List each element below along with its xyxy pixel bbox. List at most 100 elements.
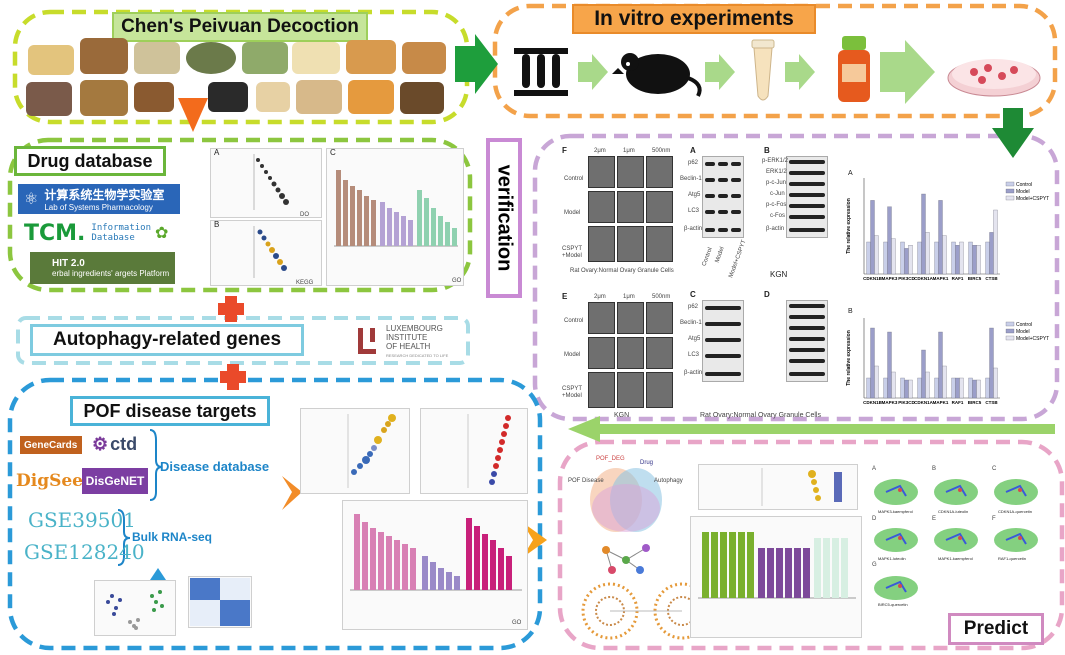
- tcmid-logo: TCM. Information Database ✿: [24, 218, 174, 248]
- chart-bar: [989, 327, 994, 399]
- em-col-2: 1μm: [623, 148, 635, 154]
- bracket-disease: [149, 429, 163, 501]
- chart-tick-label: RAF1: [952, 276, 964, 281]
- herb-image: [186, 42, 236, 74]
- dock-label-a: MAPK3-kaempferol: [878, 509, 913, 514]
- blot-c-atg5: Atg5: [688, 336, 701, 342]
- flow-arrow-4: [880, 40, 935, 104]
- chart-legend-label: Control: [1016, 322, 1032, 328]
- predict-dots: [761, 468, 842, 506]
- em-col-3: 500nm: [652, 148, 671, 154]
- petri-dish-icon: [947, 59, 1041, 97]
- chart-bar: [993, 367, 998, 399]
- rat-icon: [612, 53, 702, 97]
- flow-arrow-1: [578, 54, 608, 90]
- autophagy-title: Autophagy-related genes: [30, 324, 304, 356]
- em-image: [588, 226, 615, 262]
- disease-db-label: Disease database: [160, 459, 270, 474]
- em-row-model: Model: [564, 210, 581, 216]
- em-b-col-3: 500nm: [652, 294, 671, 300]
- chart-legend-label: Control: [1016, 182, 1032, 188]
- caption-bottom: Rat Ovary:Normal Ovary Granule Cells: [700, 412, 821, 419]
- herb-image: [296, 80, 342, 114]
- chart-tick-label: RAF1: [952, 400, 964, 405]
- chart-bar: [874, 235, 879, 275]
- blot-c-p62: p62: [688, 304, 699, 310]
- chart-bar: [891, 371, 896, 399]
- chart-bar: [908, 379, 913, 399]
- chart-bar: [925, 232, 930, 275]
- em-image: [646, 302, 673, 334]
- em-row-cspyt: CSPYT +Model: [562, 246, 583, 259]
- chart-tick-label: MAPK1: [933, 276, 949, 281]
- venn-label-3: POF Disease: [568, 478, 604, 484]
- pof-dots-2: [467, 414, 511, 488]
- blot-a-beclin: Beclin-1: [680, 176, 702, 182]
- chart-bar: [883, 377, 888, 399]
- predict-title: Predict: [948, 613, 1044, 645]
- chart-tick-label: CTSB: [985, 276, 998, 281]
- blot-bottom-panel-c: C: [690, 290, 696, 299]
- caption-top: Rat Ovary:Normal Ovary Granule Cells: [570, 268, 674, 274]
- pof-go-axis: GO: [512, 620, 522, 626]
- blot-b-pcjun: p-c-Jun: [766, 180, 787, 186]
- plus-icon-2: [220, 364, 246, 390]
- blot-a-atg5: Atg5: [688, 192, 701, 198]
- hit-logo: HIT 2.0 erbal ingredients' argets Platfo…: [30, 252, 175, 284]
- herb-image: [256, 82, 290, 112]
- hit-title: HIT 2.0: [52, 258, 85, 269]
- blot-top-panel-b: B: [764, 146, 770, 155]
- em-b-col-1: 2μm: [594, 294, 606, 300]
- chart-bar: [968, 241, 973, 275]
- chart-bar: [866, 241, 871, 275]
- blot-c-actin: β-actin: [684, 370, 703, 376]
- kegg-panel-b: B: [214, 220, 220, 229]
- gse-1: GSE39501: [28, 508, 136, 532]
- kegg-dotplot: [210, 220, 322, 286]
- chart-bar: [976, 245, 981, 275]
- lih-line4: RESEARCH DEDICATED TO LIFE: [386, 353, 449, 358]
- chart-bar: [951, 241, 956, 275]
- lih-logo: LUXEMBOURG INSTITUTE OF HEALTH RESEARCH …: [356, 322, 476, 362]
- dock-label-d: MAPK1-luteolin: [878, 556, 906, 561]
- do-axis-label: DO: [300, 212, 309, 218]
- blot-bottom-panel-d: D: [764, 290, 770, 299]
- dock-letter-f: F: [992, 516, 996, 522]
- pof-dots-1: [347, 414, 396, 488]
- lab-name-en: Lab of Systems Pharmacology: [44, 203, 153, 212]
- lih-line3: OF HEALTH: [386, 342, 431, 351]
- dock-letter-b: B: [932, 466, 937, 472]
- verification-text: verification: [493, 164, 516, 272]
- tube-icon: [751, 39, 775, 101]
- em-b-row-model: Model: [564, 352, 581, 358]
- blot-top-b: [786, 156, 828, 238]
- dock-letter-a: A: [872, 466, 877, 472]
- chart-tick-label: MAPK3: [882, 400, 898, 405]
- em-b-row-control: Control: [564, 318, 584, 324]
- chart-tick-label: CDKN1A: [914, 276, 934, 281]
- chart-bar: [925, 371, 930, 399]
- chart-bar: [921, 193, 926, 275]
- chart-bar: [887, 206, 892, 275]
- dock-letter-c: C: [992, 466, 997, 472]
- chart-bar: [985, 377, 990, 399]
- chart-bar: [904, 248, 909, 275]
- em-image: [617, 372, 644, 408]
- tcmsp-logo: ⚛ 计算系统生物学实验室 Lab of Systems Pharmacology: [18, 184, 180, 214]
- chart-bar: [917, 377, 922, 399]
- docking-structures: [874, 479, 1038, 600]
- chart-bar: [874, 365, 879, 399]
- chart-bar: [904, 379, 909, 399]
- chart-tick-label: PIK3CD: [898, 276, 915, 281]
- herb-image: [134, 42, 180, 74]
- chart-legend-label: Model+CSPYT: [1016, 196, 1049, 202]
- chart-bar: [870, 327, 875, 399]
- chart-bar: [959, 241, 964, 275]
- ctd-text: ctd: [110, 433, 138, 454]
- do-dots: [253, 154, 289, 210]
- herb-image: [28, 45, 74, 75]
- em-image: [617, 302, 644, 334]
- em-col-1: 2μm: [594, 148, 606, 154]
- chart-bar: [866, 377, 871, 399]
